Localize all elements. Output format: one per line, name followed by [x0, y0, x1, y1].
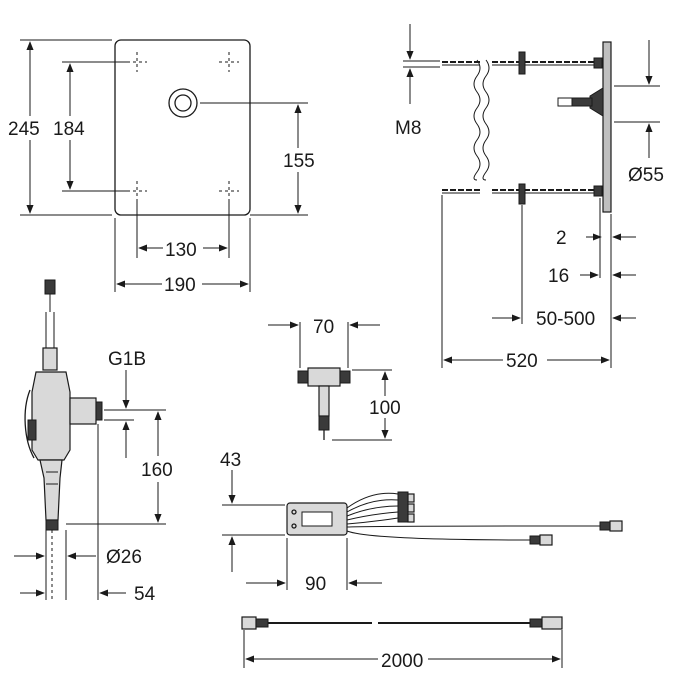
- cover-plate: [114, 39, 251, 216]
- tee-fitting-view: 70 100: [268, 317, 407, 441]
- cable: [241, 616, 563, 630]
- dim-bore-diameter: Ø55: [628, 165, 664, 186]
- control-box-view: 43 90: [220, 450, 623, 595]
- tee-fitting: [297, 367, 351, 440]
- dim-box-width: 90: [305, 574, 326, 595]
- wiring-harness: [346, 492, 601, 541]
- dim-plate-thickness: 2: [556, 228, 567, 249]
- sensor-body: [557, 87, 604, 117]
- control-box: [286, 502, 348, 536]
- dim-plate-height: 245: [8, 119, 40, 140]
- connector-block: [397, 491, 415, 523]
- flush-valve: [24, 279, 103, 600]
- break-line: [473, 59, 481, 181]
- dim-hole-spacing-vertical: 184: [53, 119, 85, 140]
- dim-tee-height: 100: [369, 398, 401, 419]
- dim-offset: 16: [548, 266, 569, 287]
- dim-box-height: 43: [220, 450, 241, 471]
- center-sensor-icon: [168, 88, 198, 118]
- front-plate-view: 245 184 155 130 190: [6, 39, 320, 296]
- dim-valve-height: 160: [141, 460, 173, 481]
- cable-view: 2000: [241, 616, 563, 672]
- dim-hole-spacing-horizontal: 130: [165, 240, 197, 261]
- dim-total-depth: 520: [506, 351, 538, 372]
- dim-cable-length: 2000: [381, 651, 423, 672]
- dim-depth-range: 50-500: [536, 309, 595, 330]
- dim-thread: M8: [395, 118, 421, 139]
- threaded-rods: [442, 51, 603, 205]
- wall-plate-section: [602, 41, 612, 213]
- dim-center-height: 155: [283, 151, 315, 172]
- cable-plugs: [529, 520, 623, 546]
- dim-connection-thread: G1B: [108, 349, 146, 370]
- dim-valve-offset: 54: [134, 584, 156, 605]
- side-section-view: M8 Ø55 2 16 50-500 520: [395, 24, 664, 372]
- flush-valve-view: G1B 160 Ø26 54: [14, 279, 182, 605]
- dim-plate-width: 190: [164, 275, 196, 296]
- dim-pipe-diameter: Ø26: [106, 547, 142, 568]
- mounting-hole-marks: [127, 52, 239, 201]
- dim-tee-width: 70: [313, 317, 334, 338]
